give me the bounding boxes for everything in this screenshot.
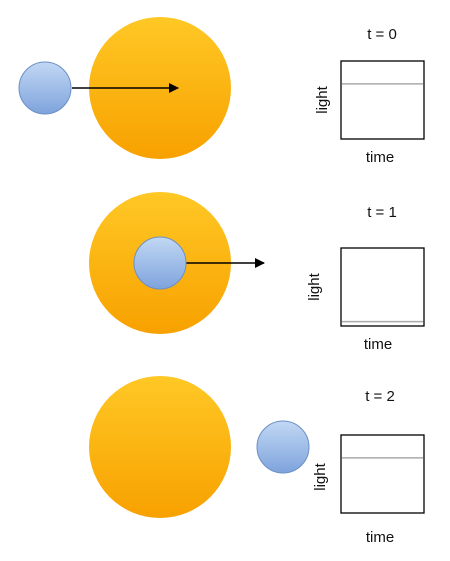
light-curve-plot: [340, 247, 425, 327]
light-axis-label: light: [312, 462, 329, 490]
planet: [133, 236, 187, 290]
time-axis-label: time: [366, 149, 394, 166]
planet: [256, 420, 310, 474]
light-axis-label: light: [306, 272, 323, 300]
light-curve-plot: [340, 434, 425, 514]
time-label: t = 0: [367, 26, 397, 43]
star: [89, 376, 231, 518]
time-axis-label: time: [366, 529, 394, 546]
panel-t1: t = 1 light time: [89, 192, 425, 353]
time-label: t = 2: [365, 388, 395, 405]
panel-t2: t = 2 light time: [89, 376, 425, 546]
panel-t0: t = 0 light time: [18, 17, 425, 166]
light-curve-plot: [340, 60, 425, 140]
time-label: t = 1: [367, 204, 397, 221]
time-axis-label: time: [364, 336, 392, 353]
planet: [18, 61, 72, 115]
light-axis-label: light: [314, 85, 331, 113]
